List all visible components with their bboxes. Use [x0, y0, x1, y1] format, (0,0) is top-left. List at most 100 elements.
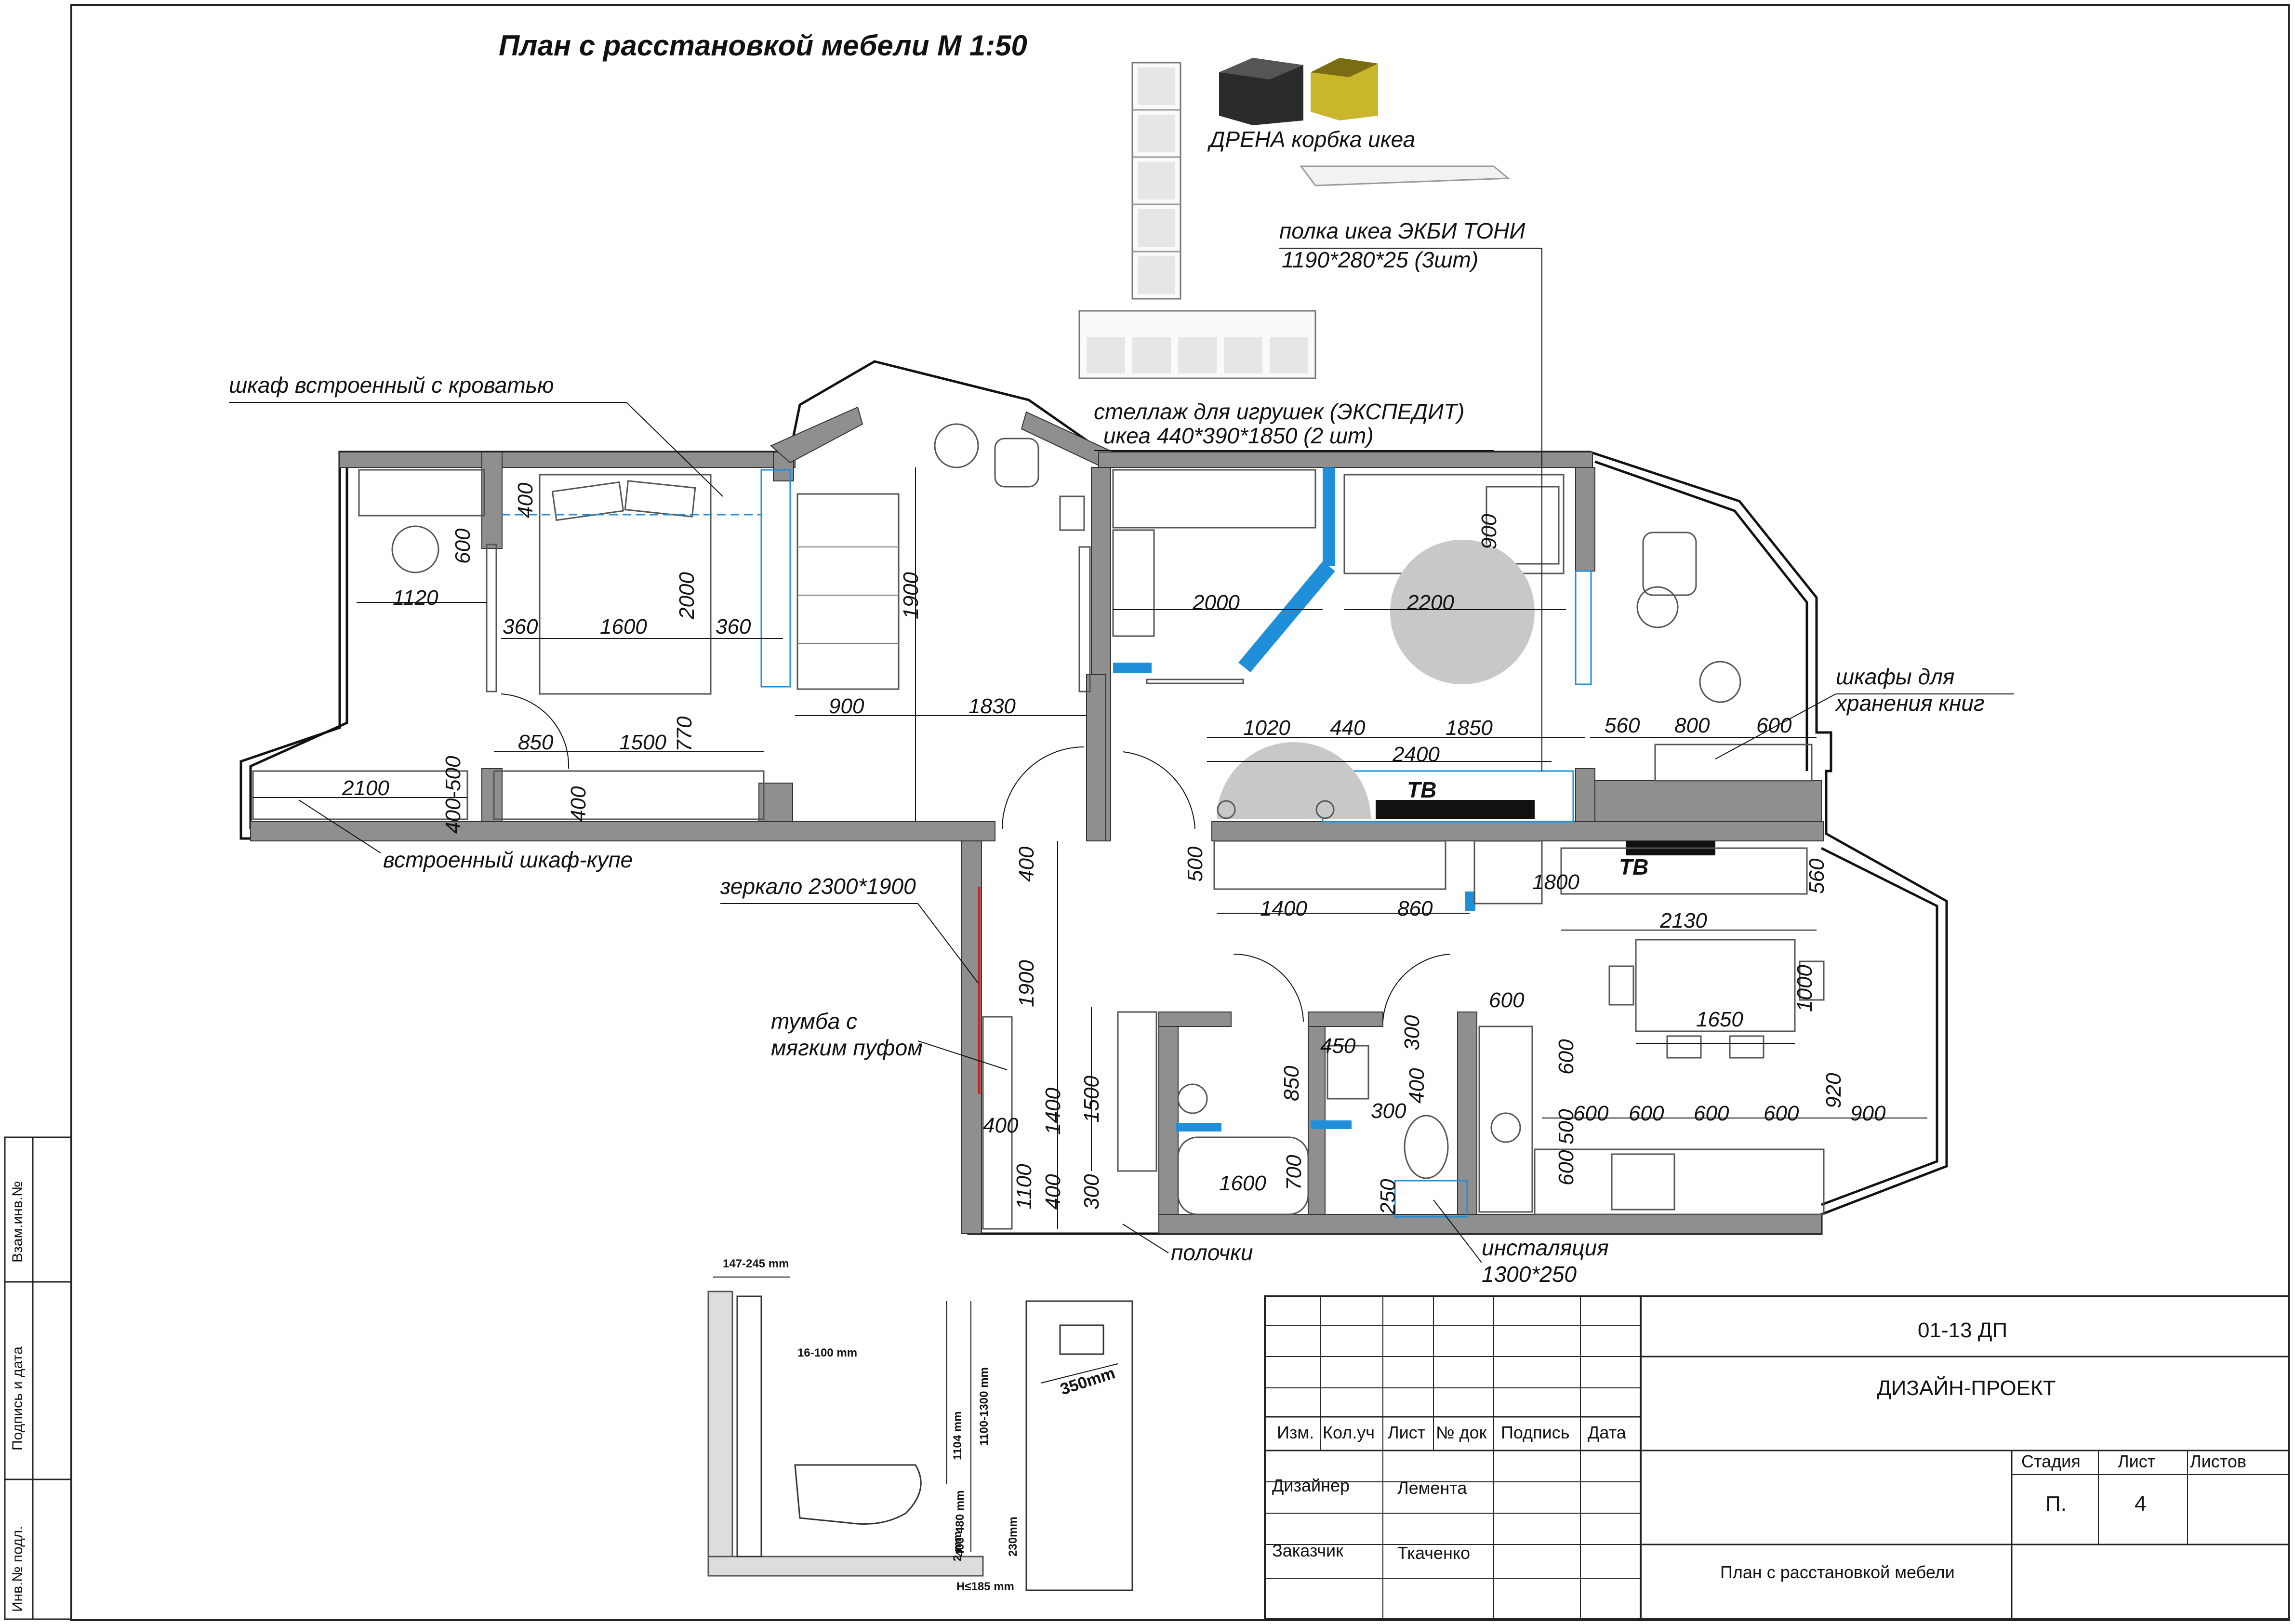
detail-frame	[736, 1295, 762, 1557]
dim-2400: 2400	[1392, 743, 1440, 766]
expedit-rack-horizontal-image	[1078, 310, 1316, 379]
chair-bay	[1059, 495, 1085, 531]
partition-blue-outline-2	[1575, 570, 1592, 685]
dim-850-bath: 850	[1280, 1065, 1303, 1101]
dim-400-hall-bottom: 400	[1041, 1174, 1065, 1210]
stamp-project: ДИЗАЙН-ПРОЕКТ	[1877, 1375, 2056, 1400]
shelving-top	[1112, 469, 1316, 529]
expedit-rack-vertical-image	[1131, 62, 1181, 300]
dim-500-kitchen: 500	[1183, 846, 1207, 882]
armchair-right-1	[1642, 532, 1697, 596]
door-bedroom	[501, 693, 570, 769]
pillow-left	[551, 481, 624, 521]
detail-label-8: 350mm	[1058, 1364, 1117, 1398]
stamp-stage-value: П.	[2045, 1492, 2067, 1516]
detail-flush-plate	[1059, 1324, 1104, 1355]
installation-detail: 147-245 mm 16-100 mm 1104 mm 1100-1300 m…	[707, 1257, 1133, 1593]
note-install-1: инсталяция	[1482, 1235, 1609, 1260]
detail-label-7: H≤185 mm	[956, 1580, 1014, 1593]
dim-600-counter-2: 600	[1629, 1102, 1664, 1125]
partition-blue-2	[1238, 561, 1335, 672]
detail-label-2: 16-100 mm	[797, 1346, 857, 1359]
leader-shelves	[1122, 1224, 1169, 1253]
dim-300-wc-top: 300	[1400, 1015, 1424, 1051]
ekby-shelf-label-1: полка икеа ЭКБИ ТОНИ	[1279, 218, 1525, 243]
drena-box-black-image	[1219, 58, 1303, 125]
dim-1800: 1800	[1532, 870, 1579, 894]
detail-label-4: 1100-1300 mm	[978, 1367, 991, 1446]
armchair-bay	[994, 438, 1039, 488]
wall-bedroom-bottom	[481, 768, 503, 822]
note-mirror: зеркало 2300*1900	[720, 874, 916, 899]
sliding-track	[1146, 679, 1244, 684]
stamp-h-date: Дата	[1588, 1423, 1627, 1442]
detail-label-3: 1104 mm	[951, 1411, 964, 1460]
table-round-small	[391, 525, 439, 573]
dim-800-books: 800	[1674, 714, 1710, 737]
kitchen-counter-left	[1478, 1025, 1533, 1213]
expedit-rack-label-1: стеллаж для игрушек (ЭКСПЕДИТ)	[1094, 399, 1464, 424]
rug-round	[1390, 540, 1535, 684]
dim-1500-shelves: 1500	[1080, 1076, 1103, 1123]
dim-2100-coupe: 2100	[342, 776, 389, 800]
partition-blue-outline-1	[760, 469, 791, 688]
partition-blue-6	[1465, 892, 1475, 911]
dim-1850: 1850	[1446, 716, 1493, 740]
leader-mirror-2	[917, 903, 979, 984]
sheet-frame	[70, 4, 2290, 1621]
detail-wall-hatch	[707, 1291, 733, 1577]
note-stand-1: тумба с	[771, 1009, 857, 1034]
dim-360-left: 360	[503, 615, 538, 639]
partition-blue-3	[1113, 663, 1152, 673]
wall-hall-stub	[1086, 674, 1106, 841]
dim-600-counter-3: 600	[1694, 1102, 1729, 1125]
stamp-sheets-header: Листов	[2190, 1451, 2246, 1471]
kitchen-counter-bottom	[1534, 1148, 1825, 1215]
door-bath	[1233, 954, 1304, 1022]
dining-table	[1635, 939, 1796, 1032]
stamp-h-izm: Изм.	[1277, 1423, 1314, 1442]
pillow-right	[624, 480, 696, 518]
detail-toilet	[794, 1464, 922, 1525]
detail-floor-hatch	[707, 1556, 984, 1577]
dim-2130: 2130	[1659, 909, 1707, 932]
table-round-bay	[934, 423, 979, 468]
book-cabinets	[1654, 744, 1813, 782]
drena-box-label: ДРЕНА корбка икеа	[1207, 127, 1415, 152]
dim-600-counter-left: 600	[1554, 1150, 1578, 1185]
note-stand-2: мягким пуфом	[771, 1035, 923, 1060]
wall-bottom-left	[250, 821, 995, 841]
stamp-sheet-header: Лист	[2118, 1451, 2155, 1471]
dim-1400-cabinets: 1400	[1260, 897, 1307, 920]
door-wc	[1382, 954, 1451, 1022]
lamp-right	[1315, 800, 1335, 819]
leader-books-2	[1715, 693, 1836, 759]
dim-400-stand: 400	[983, 1114, 1019, 1137]
plan-title: План с расстановкой мебели М 1:50	[499, 29, 1027, 62]
crib	[358, 469, 485, 517]
dining-chair-3	[1666, 1035, 1702, 1059]
dim-600-counter-1: 600	[1573, 1102, 1609, 1125]
side-label-sign: Подпись и дата	[10, 1346, 26, 1451]
kitchen-cabinets-top	[1213, 840, 1446, 890]
dim-560-books: 560	[1605, 714, 1640, 737]
dim-700-bathtub: 700	[1282, 1155, 1306, 1190]
table-round-right	[1636, 586, 1679, 628]
chair-round-right	[1699, 661, 1741, 703]
wall-nursery-bottom	[758, 783, 793, 822]
dining-chair-2	[1799, 960, 1825, 1001]
partition-blue-4	[1176, 1123, 1221, 1131]
dim-400-hall-top: 400	[1015, 846, 1038, 882]
title-block: 01-13 ДП ДИЗАЙН-ПРОЕКТ Изм. Кол.уч Лист …	[1264, 1295, 2290, 1620]
side-label-replace: Взам.инв.№	[10, 1181, 26, 1263]
desk-left	[486, 544, 497, 692]
wall-kitchen-top	[1211, 821, 1824, 841]
dim-1000-table: 1000	[1793, 965, 1817, 1012]
wardrobe-strip	[493, 770, 765, 820]
fridge	[1473, 840, 1543, 905]
stamp-client-role: Заказчик	[1272, 1541, 1343, 1560]
dim-360-right: 360	[716, 615, 751, 639]
dim-300-wc: 300	[1371, 1099, 1406, 1123]
sofa	[796, 493, 900, 690]
ekby-shelf-label-2: 1190*280*25 (3шт)	[1282, 247, 1478, 272]
